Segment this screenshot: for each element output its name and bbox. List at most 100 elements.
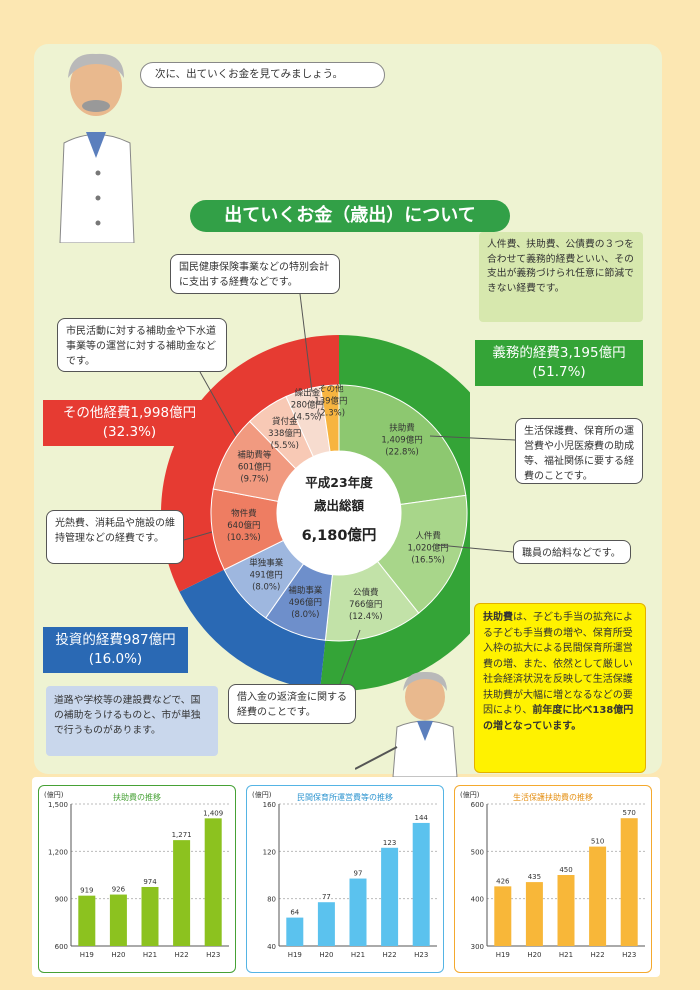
- segment-label: (12.4%): [349, 612, 383, 622]
- bar: [317, 902, 335, 946]
- segment-label: 人件費: [415, 531, 441, 542]
- bar-value-label: 450: [559, 866, 572, 874]
- center-year: 平成23年度: [305, 475, 373, 490]
- bar-value-label: 1,271: [172, 831, 192, 839]
- x-tick-label: H20: [319, 951, 333, 959]
- segment-label: 139億円: [314, 395, 347, 406]
- x-tick-label: H21: [559, 951, 573, 959]
- bar: [141, 886, 159, 946]
- bar-value-label: 974: [143, 878, 157, 886]
- bar-value-label: 510: [591, 838, 604, 846]
- y-tick-label: 500: [471, 848, 484, 856]
- segment-label: 1,020億円: [407, 543, 448, 554]
- fujo-bold: 扶助費: [483, 612, 513, 623]
- y-tick-label: 80: [267, 896, 276, 904]
- sonota-label-box: その他経費1,998億円 (32.3%): [43, 400, 216, 446]
- x-tick-label: H22: [175, 951, 189, 959]
- segment-label: 繰出金: [295, 388, 321, 399]
- bar: [173, 840, 191, 946]
- segment-label: 補助費等: [237, 450, 272, 461]
- x-tick-label: H19: [288, 951, 302, 959]
- segment-label: (22.8%): [385, 448, 419, 458]
- segment-label: 766億円: [349, 599, 382, 610]
- bar-value-label: 123: [383, 839, 396, 847]
- toushi-note: 道路や学校等の建設費などで、国の補助をうけるものと、市が単独で行うものがあります…: [46, 686, 218, 756]
- x-tick-label: H23: [206, 951, 220, 959]
- fujo-text: は、子ども手当の拡充による子ども手当費の増や、保育所受入枠の拡大による民間保育所…: [483, 612, 633, 716]
- gimu-label: 義務的経費3,195億円: [492, 345, 626, 361]
- segment-label: (2.3%): [317, 408, 345, 418]
- bar: [589, 846, 607, 946]
- toushi-label: 投資的経費987億円: [55, 632, 176, 648]
- segment-label: 補助事業: [288, 585, 323, 596]
- bar-value-label: 435: [528, 873, 541, 881]
- outer-ring-gimu: [320, 335, 470, 691]
- chart-title: 扶助費の推移: [113, 793, 161, 802]
- y-tick-label: 600: [471, 801, 484, 809]
- segment-label: 640億円: [227, 520, 260, 531]
- segment-label: 1,409億円: [381, 435, 422, 446]
- bar: [286, 917, 304, 946]
- x-tick-label: H20: [527, 951, 541, 959]
- y-tick-label: 300: [471, 943, 484, 951]
- bar-value-label: 426: [496, 877, 510, 885]
- bar: [204, 818, 222, 946]
- bar: [557, 875, 575, 946]
- y-tick-label: 600: [55, 943, 68, 951]
- segment-label: (9.7%): [240, 475, 268, 485]
- segment-label: 601億円: [238, 462, 271, 473]
- segment-label: (16.5%): [411, 556, 445, 566]
- x-tick-label: H20: [111, 951, 125, 959]
- fujo-explanation: 扶助費は、子ども手当の拡充による子ども手当費の増や、保育所受入枠の拡大による民間…: [474, 603, 646, 773]
- bar-value-label: 77: [322, 893, 331, 901]
- bar-value-label: 570: [623, 809, 636, 817]
- donut-center: [277, 451, 401, 575]
- bar: [525, 882, 543, 946]
- segment-label: 単独事業: [249, 558, 284, 569]
- gimu-note: 人件費、扶助費、公債費の３つを合わせて義務的経費といい、その支出が義務づけられ任…: [479, 232, 643, 322]
- bar-value-label: 144: [415, 814, 429, 822]
- chart-unit: (億円): [44, 791, 64, 799]
- bar: [78, 895, 96, 946]
- expenditure-donut-chart: 平成23年度 歳出総額 6,180億円 扶助費1,409億円(22.8%)人件費…: [160, 335, 470, 691]
- segment-label: (8.0%): [291, 610, 319, 620]
- professor-illustration: [59, 53, 135, 243]
- center-total: 6,180億円: [302, 526, 377, 544]
- bar-value-label: 97: [354, 870, 363, 878]
- segment-label: 公債費: [353, 587, 379, 598]
- bar: [494, 886, 512, 946]
- professor-pointing-illustration: [355, 671, 458, 777]
- outer-ring-toushi: [179, 569, 326, 690]
- x-tick-label: H21: [351, 951, 365, 959]
- bar: [349, 878, 367, 946]
- callout-shimin: 市民活動に対する補助金や下水道事業等の運営に対する補助金などです。: [57, 318, 227, 372]
- bar: [109, 894, 127, 946]
- segment-label: (10.3%): [227, 533, 261, 543]
- intro-speech: 次に、出ていくお金を見てみましょう。: [140, 62, 385, 88]
- segment-label: (8.0%): [252, 583, 280, 593]
- toushi-pct: (16.0%): [88, 651, 143, 667]
- segment-label: その他: [318, 383, 344, 394]
- y-tick-label: 160: [263, 801, 276, 809]
- y-tick-label: 400: [471, 896, 484, 904]
- chart-title: 民間保育所運営費等の推移: [297, 793, 393, 802]
- segment-label: 貸付金: [272, 416, 298, 427]
- bar-value-label: 1,409: [203, 809, 223, 817]
- y-tick-label: 120: [263, 848, 276, 856]
- bar-value-label: 64: [290, 909, 299, 917]
- callout-leaders: [183, 293, 516, 685]
- callout-kokumin: 国民健康保険事業などの特別会計に支出する経費などです。: [170, 254, 340, 294]
- toushi-label-box: 投資的経費987億円 (16.0%): [43, 627, 188, 673]
- x-tick-label: H19: [80, 951, 94, 959]
- callout-jinken: 職員の給料などです。: [513, 540, 631, 564]
- bar-chart-svg: 6009001,2001,500919H19926H20974H211,271H…: [48, 801, 229, 959]
- sonota-pct: (32.3%): [102, 424, 157, 440]
- bar: [381, 847, 399, 946]
- bar-value-label: 926: [112, 886, 126, 894]
- x-tick-label: H21: [143, 951, 157, 959]
